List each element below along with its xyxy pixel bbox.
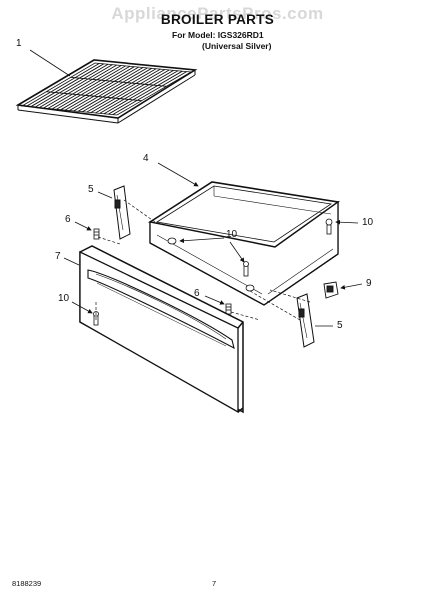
leader-clip [340,283,363,290]
rack-wire [82,68,157,113]
callout-clip: 9 [366,278,372,289]
clip [323,281,339,299]
broiler-pan [147,181,341,306]
callout-pan: 4 [143,153,149,164]
callout-pin-left: 6 [65,214,71,225]
rack-wire [112,71,187,115]
callout-screw-mid: 10 [226,229,238,240]
rack-wire [30,63,104,108]
model-line: For Model: IGS326RD1 [172,30,264,40]
variant-line: (Universal Silver) [202,41,272,51]
broiler-rack [15,59,198,124]
rack-wire [95,69,170,114]
bracket-left [113,185,131,240]
rack-wire [51,65,126,110]
leader-screw-mid-a [179,237,225,244]
front-panel [79,245,244,414]
callout-screw-right: 10 [362,217,374,228]
rack-wire [39,64,113,109]
rack-wire [77,67,152,112]
leader-pin-right [204,295,225,305]
rack-crossbar [46,91,142,102]
page-number: 7 [212,579,217,588]
callout-rack: 1 [16,38,22,49]
rack-wire [56,65,131,110]
rack-wire [64,66,139,111]
rack-crossbar [70,76,167,87]
screw-right [325,218,333,235]
rack-wire [43,64,118,109]
rack-wire [34,63,109,108]
rack-wire [73,67,148,112]
rack-wire [86,68,161,113]
callout-bracket-left: 5 [88,184,94,195]
rack-wire [60,66,135,111]
leader-screw-right [335,219,359,225]
document-number: 8188239 [12,579,42,588]
leader-pan [157,162,199,187]
rack-wire [99,69,174,114]
callout-pin-right: 6 [194,288,200,299]
callout-screw-left: 10 [58,293,70,304]
rack-wire [103,70,179,115]
callout-bracket-right: 5 [337,320,343,331]
rack-wire [69,67,144,111]
rack-wire [108,70,183,115]
rack-wire [47,65,122,109]
leader-rack [29,49,71,77]
leader-screw-mid-b [229,241,245,263]
pin-right [225,303,232,315]
watermark: AppliancePartsPros.com [111,4,324,23]
bracket-right [296,293,315,348]
leader-pin-left [74,221,92,231]
page-title: BROILER PARTS [160,12,275,27]
rack-wire [26,63,100,107]
pin-left [93,228,100,240]
leader-bracket-left [97,191,113,199]
assembly-dashes [95,199,311,321]
leader-front-panel [63,257,80,266]
rack-wire [90,69,166,113]
callout-front-panel: 7 [55,251,61,262]
leader-screw-left [71,301,93,314]
